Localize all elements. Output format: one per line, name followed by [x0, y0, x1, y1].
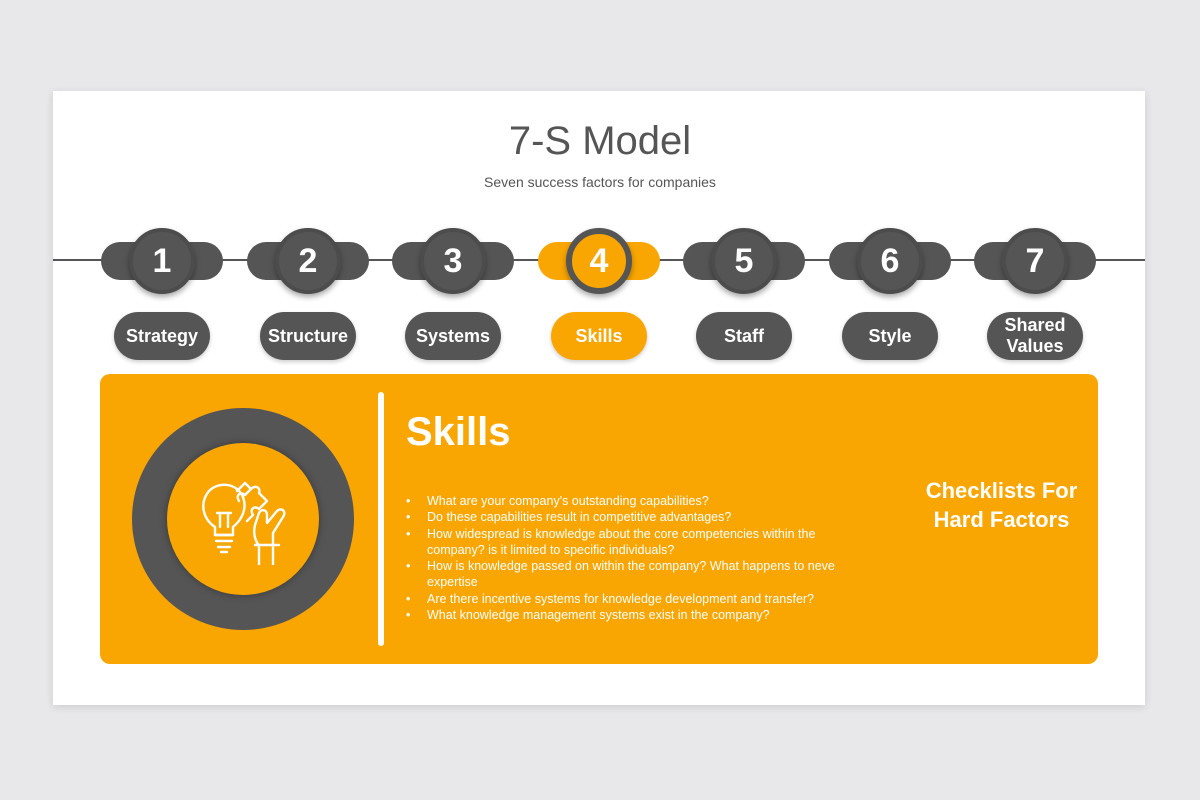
page-title: 7-S Model — [508, 119, 692, 163]
step-label: Structure — [260, 312, 356, 360]
icon-circle — [167, 443, 319, 595]
step-skills[interactable]: 4 Skills — [536, 228, 666, 362]
step-number: 1 — [129, 228, 195, 294]
detail-title: Skills — [406, 410, 511, 454]
checklist-heading: Checklists For Hard Factors — [925, 478, 1078, 532]
step-number: 7 — [1002, 228, 1068, 294]
bullet-item: Are there incentive systems for knowledg… — [406, 591, 846, 608]
lightbulb-puzzle-hand-icon — [202, 481, 286, 565]
step-number: 4 — [566, 228, 632, 294]
vertical-divider — [378, 392, 384, 646]
step-style[interactable]: 6 Style — [827, 228, 957, 362]
step-number: 5 — [711, 228, 777, 294]
step-shared-values[interactable]: 7 Shared Values — [972, 228, 1102, 362]
step-label: Strategy — [114, 312, 210, 360]
step-staff[interactable]: 5 Staff — [681, 228, 811, 362]
step-number: 6 — [857, 228, 923, 294]
page-subtitle: Seven success factors for companies — [484, 174, 716, 190]
step-number: 3 — [420, 228, 486, 294]
step-label: Style — [842, 312, 938, 360]
step-number: 2 — [275, 228, 341, 294]
bullet-item: What are your company's outstanding capa… — [406, 493, 846, 510]
step-label: Shared Values — [987, 312, 1083, 360]
bullet-item: What knowledge management systems exist … — [406, 607, 846, 624]
step-systems[interactable]: 3 Systems — [390, 228, 520, 362]
step-label: Systems — [405, 312, 501, 360]
bullet-item: How is knowledge passed on within the co… — [406, 558, 846, 591]
bullet-list: What are your company's outstanding capa… — [406, 493, 846, 624]
step-strategy[interactable]: 1 Strategy — [99, 228, 229, 362]
step-label: Skills — [551, 312, 647, 360]
step-label: Staff — [696, 312, 792, 360]
bullet-item: How widespread is knowledge about the co… — [406, 526, 846, 559]
step-structure[interactable]: 2 Structure — [245, 228, 375, 362]
bullet-item: Do these capabilities result in competit… — [406, 509, 846, 526]
